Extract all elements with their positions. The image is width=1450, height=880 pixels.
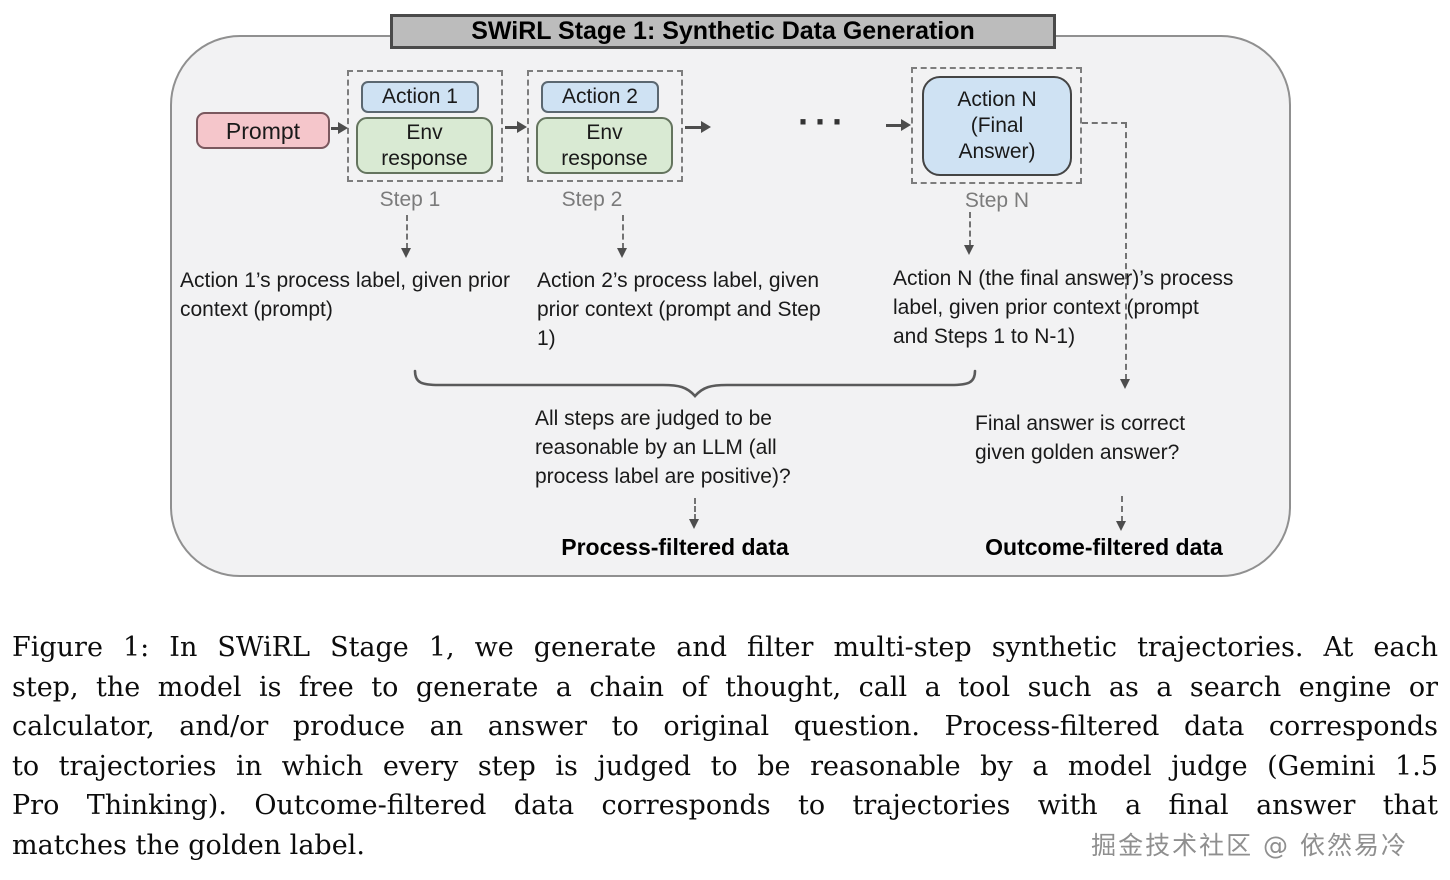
env2-label: Env response bbox=[561, 120, 648, 170]
arrow-ellipsis-to-stepN bbox=[886, 119, 911, 131]
caption-line: Figure 1: In SWiRL Stage 1, we generate … bbox=[12, 632, 1438, 663]
process-label-step1: Action 1’s process label, given prior co… bbox=[180, 269, 510, 321]
actionN-label: Action N (Final Answer) bbox=[957, 88, 1037, 163]
stepN-label: Step N bbox=[964, 189, 1030, 212]
step1-label: Step 1 bbox=[379, 188, 441, 211]
action1-box: Action 1 bbox=[361, 81, 479, 113]
final-answer-question: Final answer is correct given golden ans… bbox=[975, 412, 1186, 464]
env1-box: Env response bbox=[356, 117, 493, 174]
figure-caption: Figure 1: In SWiRL Stage 1, we generate … bbox=[12, 628, 1438, 866]
arrow-stepN-down bbox=[964, 212, 974, 255]
stepN-group bbox=[911, 67, 1082, 184]
arrow-step2-down bbox=[617, 215, 627, 258]
watermark: 掘金技术社区 @ 依然易冷 bbox=[1091, 831, 1408, 860]
env1-label: Env response bbox=[381, 120, 468, 170]
diagram-title-text: SWiRL Stage 1: Synthetic Data Generation bbox=[471, 17, 975, 45]
process-label-stepN: Action N (the final answer)’s process la… bbox=[893, 267, 1234, 348]
connector-actionN-horizontal bbox=[1082, 122, 1127, 124]
arrow-judge-down bbox=[689, 498, 699, 529]
diagram-title: SWiRL Stage 1: Synthetic Data Generation bbox=[390, 14, 1056, 49]
arrow-step1-down bbox=[401, 215, 411, 258]
connector-actionN-vertical-arrow bbox=[1120, 122, 1130, 389]
arrow-final-down bbox=[1116, 496, 1126, 531]
arrow-step2-to-ellipsis bbox=[685, 121, 711, 133]
caption-line: Pro Thinking). Outcome-filtered data cor… bbox=[12, 790, 1438, 822]
process-filtered-label: Process-filtered data bbox=[561, 534, 789, 560]
process-label-step2: Action 2’s process label, given prior co… bbox=[537, 269, 821, 350]
action2-label: Action 2 bbox=[562, 85, 638, 108]
step1-group bbox=[347, 70, 503, 182]
caption-line: calculator, and/or produce an answer to … bbox=[12, 711, 1438, 743]
prompt-box: Prompt bbox=[196, 112, 330, 149]
brace bbox=[413, 369, 977, 398]
caption-line: to trajectories in which every step is j… bbox=[12, 750, 1438, 782]
step2-label: Step 2 bbox=[561, 188, 623, 211]
action2-box: Action 2 bbox=[541, 81, 659, 113]
action1-label: Action 1 bbox=[382, 85, 458, 108]
arrow-step1-to-step2 bbox=[505, 121, 527, 133]
prompt-label: Prompt bbox=[225, 117, 301, 144]
step2-group bbox=[527, 70, 683, 182]
outcome-filtered-label: Outcome-filtered data bbox=[985, 534, 1223, 560]
env2-box: Env response bbox=[536, 117, 673, 174]
ellipsis-dots: ··· bbox=[798, 101, 849, 142]
judge-question: All steps are judged to be reasonable by… bbox=[535, 407, 791, 488]
caption-line: matches the golden label. bbox=[12, 829, 365, 861]
arrow-prompt-to-step1 bbox=[331, 122, 348, 134]
caption-line: step, the model is free to generate a ch… bbox=[12, 671, 1438, 703]
actionN-box: Action N (Final Answer) bbox=[922, 76, 1072, 176]
